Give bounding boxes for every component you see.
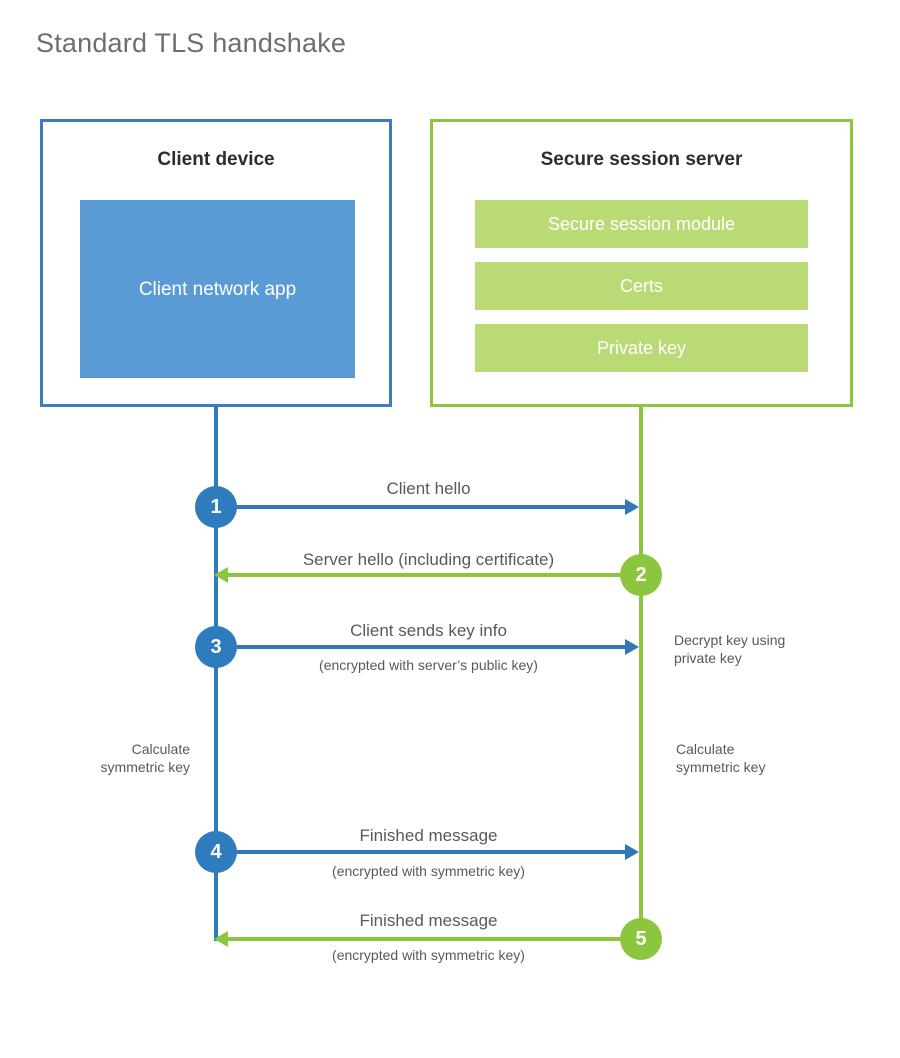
message-sublabel-5: (encrypted with symmetric key) — [332, 947, 525, 963]
message-line-3 — [216, 645, 625, 649]
annotation-decrypt-key: Decrypt key using private key — [674, 632, 786, 666]
arrowhead-4-right-icon — [625, 844, 639, 860]
arrowhead-2-left-icon — [214, 567, 228, 583]
page-title: Standard TLS handshake — [36, 28, 347, 58]
message-label-3: Client sends key info — [350, 621, 507, 640]
server-components-list: Secure session module Certs Private key — [475, 200, 808, 372]
step-circle-3: 3 — [195, 626, 237, 668]
step-circle-4: 4 — [195, 831, 237, 873]
step-circle-2: 2 — [620, 554, 662, 596]
step-circle-5: 5 — [620, 918, 662, 960]
server-lifeline — [639, 407, 643, 939]
annotation-client-calculate-symmetric-key: Calculate symmetric key — [100, 741, 190, 775]
client-lifeline — [214, 407, 218, 941]
arrowhead-3-right-icon — [625, 639, 639, 655]
server-component-private-key: Private key — [475, 324, 808, 372]
message-sublabel-3: (encrypted with server’s public key) — [319, 657, 538, 673]
secure-session-server-box: Secure session server Secure session mod… — [430, 119, 853, 407]
message-label-1: Client hello — [386, 479, 471, 498]
annotation-server-calculate-symmetric-key: Calculate symmetric key — [676, 741, 766, 775]
step-circle-1: 1 — [195, 486, 237, 528]
server-component-certs: Certs — [475, 262, 808, 310]
secure-session-server-title: Secure session server — [540, 149, 743, 170]
message-label-5: Finished message — [359, 911, 498, 930]
message-line-5 — [224, 937, 621, 941]
client-network-app-block: Client network app — [80, 200, 355, 378]
message-line-1 — [216, 505, 625, 509]
message-label-4: Finished message — [359, 826, 498, 845]
message-line-4 — [216, 850, 625, 854]
message-sublabel-4: (encrypted with symmetric key) — [332, 863, 525, 879]
message-label-2: Server hello (including certificate) — [302, 550, 555, 569]
arrowhead-1-right-icon — [625, 499, 639, 515]
server-component-secure-session-module: Secure session module — [475, 200, 808, 248]
arrowhead-5-left-icon — [214, 931, 228, 947]
message-line-2 — [224, 573, 621, 577]
client-device-box: Client device Client network app — [40, 119, 392, 407]
client-device-title: Client device — [157, 149, 275, 170]
